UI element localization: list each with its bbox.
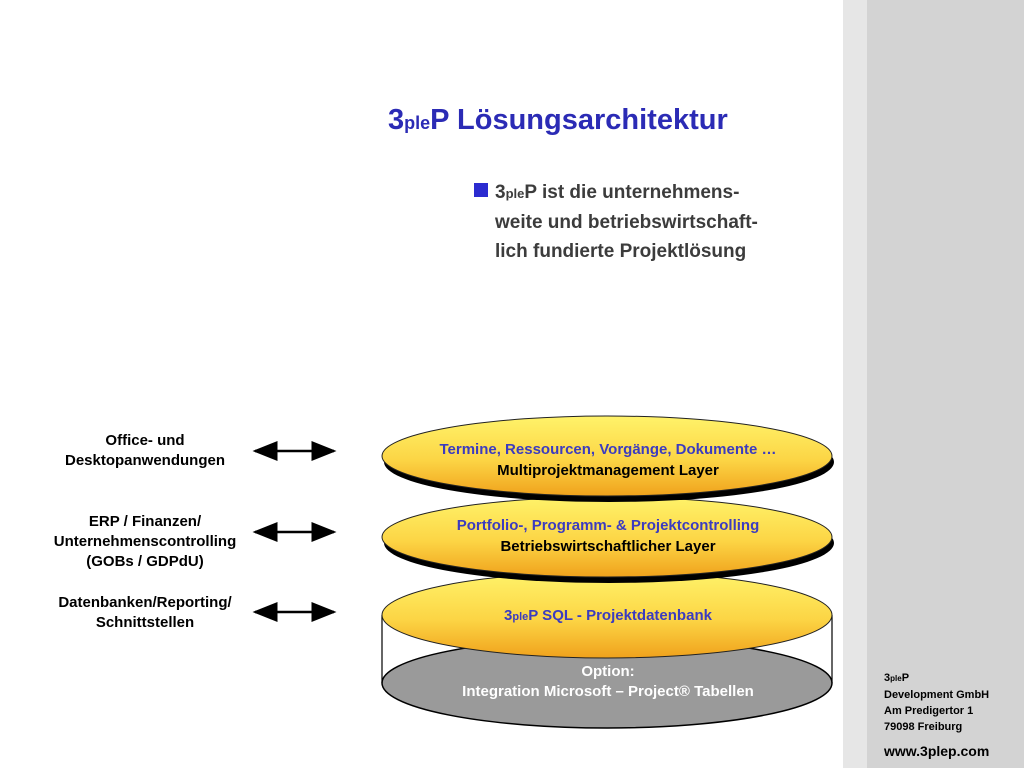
- option-text: Option: Integration Microsoft – Project®…: [462, 663, 754, 700]
- sidebar: [867, 0, 1024, 768]
- label-databases: Datenbanken/Reporting/Schnittstellen: [58, 594, 232, 631]
- company-footer: 3pleP Development GmbH Am Predigertor 1 …: [884, 672, 990, 759]
- website-link[interactable]: www.3plep.com: [884, 743, 990, 759]
- database-label: 3pleP SQL - Projektdatenbank: [504, 607, 712, 624]
- bullet-text: 3pleP ist die unternehmens- weite und be…: [495, 182, 758, 262]
- label-erp: ERP / Finanzen/Unternehmenscontrolling(G…: [53, 513, 237, 570]
- bullet-square-icon: [474, 183, 488, 197]
- layer-1-disk: [381, 415, 833, 497]
- layer-1-text: Termine, Ressourcen, Vorgänge, Dokumente…: [439, 441, 777, 479]
- layer-2-text: Portfolio-, Programm- & Projektcontrolli…: [456, 517, 760, 555]
- page-title: 3pleP Lösungsarchitektur: [388, 104, 728, 136]
- sidebar-strip: [843, 0, 867, 768]
